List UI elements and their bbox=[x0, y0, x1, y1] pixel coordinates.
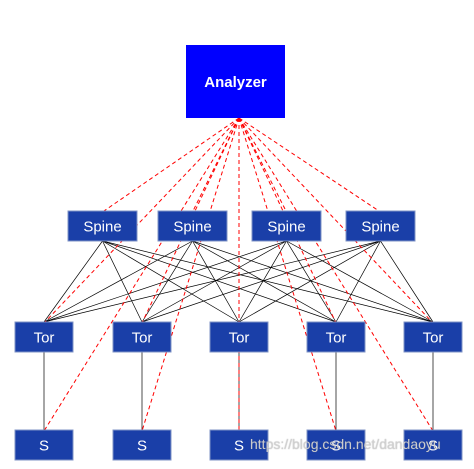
telemetry-link bbox=[238, 117, 337, 432]
spine-tor-link bbox=[192, 240, 337, 323]
spine-tor-link bbox=[141, 240, 381, 323]
telemetry-link bbox=[238, 117, 381, 213]
spine-tor-link bbox=[102, 240, 143, 323]
server-label: S bbox=[428, 438, 438, 455]
spine-tor-link bbox=[238, 240, 381, 323]
spine-node[interactable]: Spine bbox=[67, 210, 138, 242]
tor-node[interactable]: Tor bbox=[112, 321, 172, 353]
tor-label: Tor bbox=[132, 330, 153, 347]
tor-label: Tor bbox=[229, 330, 250, 347]
server-node[interactable]: S bbox=[14, 429, 74, 461]
spine-tor-link bbox=[238, 240, 287, 323]
telemetry-link bbox=[141, 117, 240, 432]
spine-tor-link bbox=[192, 240, 434, 323]
telemetry-link bbox=[43, 117, 240, 432]
server-label: S bbox=[137, 438, 147, 455]
spine-label: Spine bbox=[267, 219, 305, 236]
watermark-url: https://blog.csdn.net/dandaoyu bbox=[250, 436, 441, 452]
spine-label: Spine bbox=[83, 219, 121, 236]
spine-tor-link bbox=[43, 240, 193, 323]
fabric-links bbox=[43, 240, 434, 430]
server-node[interactable]: S bbox=[112, 429, 172, 461]
spine-tor-link bbox=[43, 240, 287, 323]
spine-node[interactable]: Spine bbox=[251, 210, 322, 242]
spine-node[interactable]: Spine bbox=[157, 210, 228, 242]
telemetry-link bbox=[43, 117, 240, 324]
server-node[interactable]: S bbox=[306, 429, 366, 461]
server-label: S bbox=[234, 438, 244, 455]
server-label: S bbox=[39, 438, 49, 455]
telemetry-links bbox=[43, 117, 434, 432]
analyzer-node[interactable]: Analyzer bbox=[186, 45, 285, 118]
tor-label: Tor bbox=[34, 330, 55, 347]
tor-label: Tor bbox=[326, 330, 347, 347]
spine-tor-link bbox=[43, 240, 381, 323]
spine-tor-link bbox=[43, 240, 103, 323]
telemetry-link bbox=[102, 117, 240, 213]
spine-tor-link bbox=[335, 240, 381, 323]
spine-label: Spine bbox=[173, 219, 211, 236]
spine-tor-link bbox=[192, 240, 240, 323]
spine-node[interactable]: Spine bbox=[345, 210, 416, 242]
spine-tor-link bbox=[102, 240, 337, 323]
server-layer: S S S S S bbox=[14, 429, 463, 461]
server-node[interactable]: S bbox=[403, 429, 463, 461]
telemetry-link bbox=[238, 117, 434, 432]
spine-layer: Spine Spine Spine Spine bbox=[67, 210, 416, 242]
tor-label: Tor bbox=[423, 330, 444, 347]
spine-tor-link bbox=[380, 240, 434, 323]
tor-node[interactable]: Tor bbox=[306, 321, 366, 353]
tor-node[interactable]: Tor bbox=[14, 321, 74, 353]
spine-tor-link bbox=[102, 240, 434, 323]
server-label: S bbox=[331, 438, 341, 455]
spine-tor-link bbox=[141, 240, 287, 323]
telemetry-link bbox=[238, 117, 434, 324]
analyzer-label: Analyzer bbox=[204, 74, 267, 91]
tor-node[interactable]: Tor bbox=[403, 321, 463, 353]
tor-node[interactable]: Tor bbox=[209, 321, 269, 353]
spine-tor-link bbox=[286, 240, 434, 323]
spine-tor-link bbox=[141, 240, 193, 323]
server-node[interactable]: S bbox=[209, 429, 269, 461]
spine-tor-link bbox=[286, 240, 337, 323]
spine-tor-link bbox=[102, 240, 240, 323]
spine-label: Spine bbox=[361, 219, 399, 236]
tor-layer: Tor Tor Tor Tor Tor bbox=[14, 321, 463, 353]
